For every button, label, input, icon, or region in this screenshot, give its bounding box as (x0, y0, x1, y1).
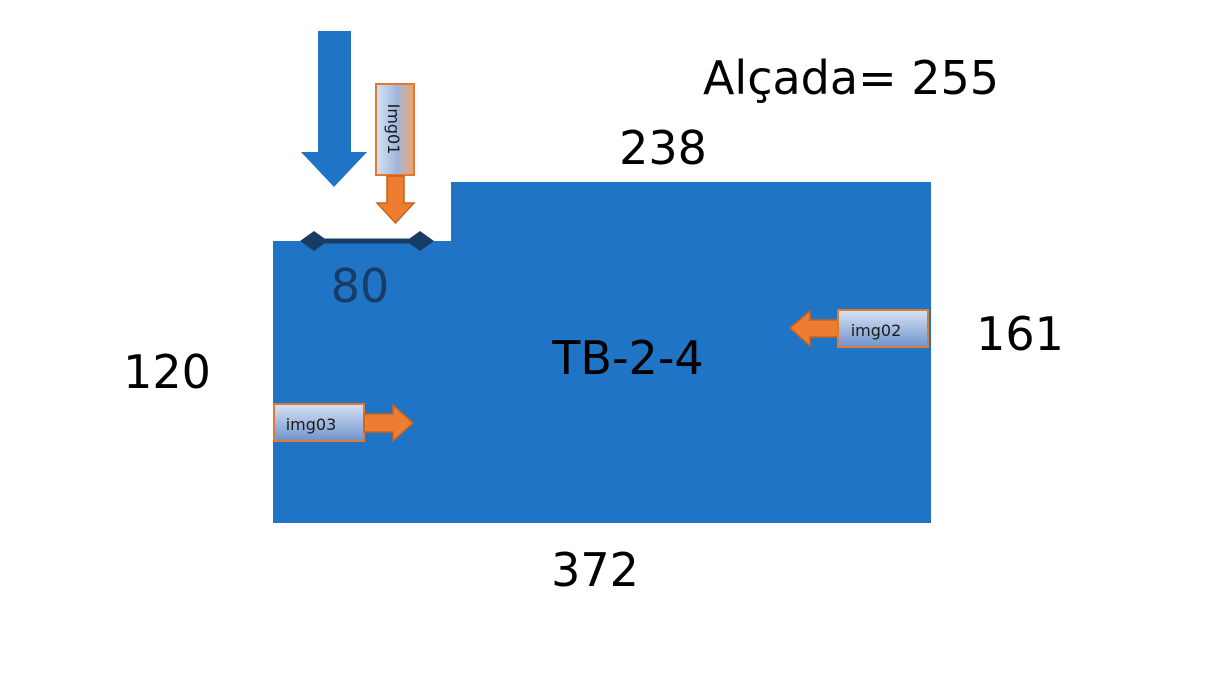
right-dimension: 161 (976, 307, 1064, 361)
img02-marker: img02 (788, 309, 929, 348)
room-name: TB-2-4 (551, 331, 703, 385)
img03-label: img03 (286, 415, 337, 434)
notch-dimension: 80 (331, 259, 390, 313)
notch-dimension-line (300, 231, 434, 251)
left-dimension: 120 (123, 345, 211, 399)
room-shape (273, 182, 931, 523)
img01-arrow-icon (375, 175, 416, 225)
top-dimension: 238 (619, 121, 707, 175)
img01-label: Img01 (384, 104, 403, 155)
down-arrow-icon (301, 31, 367, 187)
height-title: Alçada= 255 (703, 51, 999, 105)
img02-label-box (837, 309, 929, 348)
img01-marker: Img01 (375, 83, 416, 225)
img03-arrow-icon (363, 403, 415, 443)
img01-label-box (375, 83, 415, 176)
img02-label: img02 (851, 321, 902, 340)
bottom-dimension: 372 (551, 543, 639, 597)
img03-marker: img03 (273, 403, 415, 443)
